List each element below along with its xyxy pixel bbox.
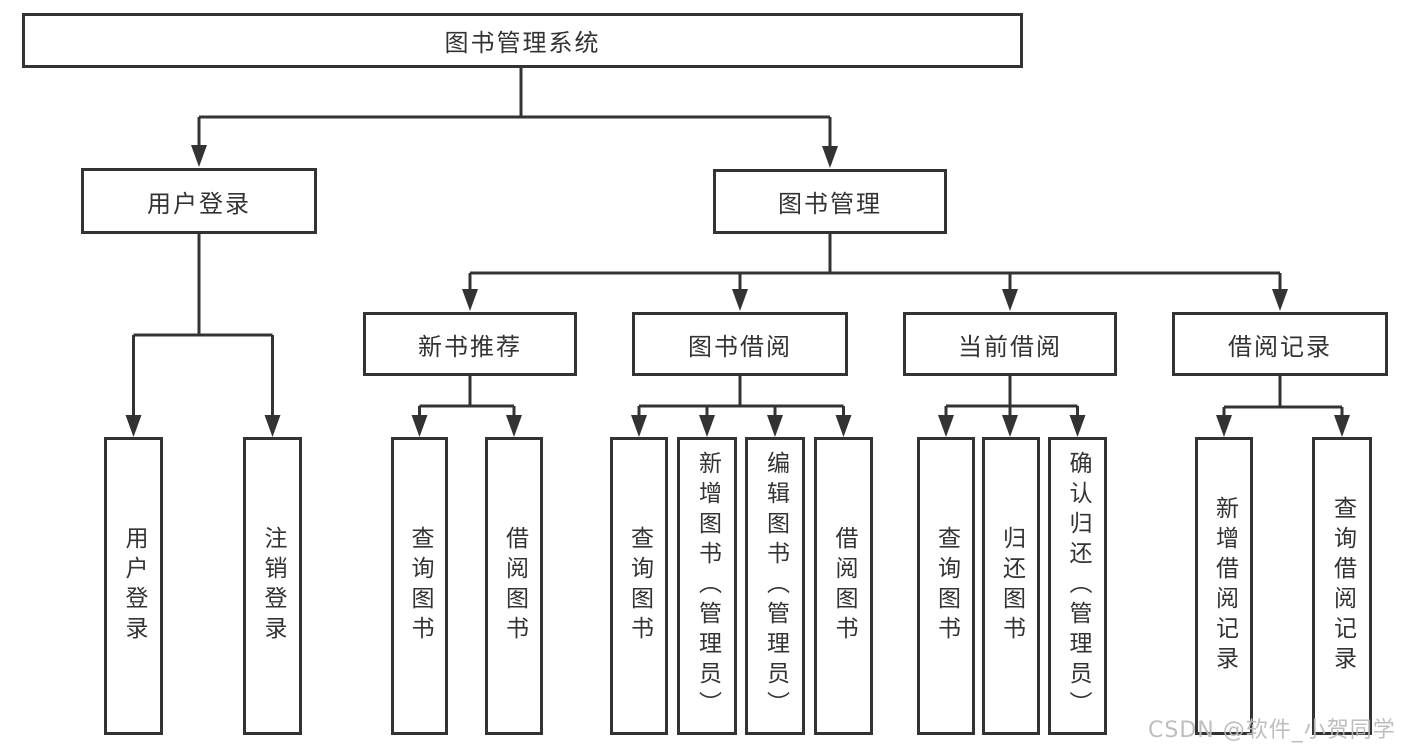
- node-label: 查询图书: [626, 526, 653, 646]
- node-query-books-current: 查询图书: [917, 437, 975, 735]
- node-label: 借阅图书: [831, 526, 857, 646]
- node-label: 查询图书: [933, 526, 960, 646]
- node-label: 用户登录: [121, 526, 147, 646]
- node-label: 用户登录: [147, 189, 251, 218]
- node-label: 注销登录: [260, 526, 286, 646]
- node-borrow-books-borrowing: 借阅图书: [814, 437, 873, 735]
- node-query-borrow-record: 查询借阅记录: [1312, 437, 1372, 735]
- node-library-system-root: 图书管理系统: [22, 13, 1023, 68]
- node-label: 归还图书: [998, 526, 1025, 646]
- node-book-management: 图书管理: [713, 169, 947, 234]
- node-add-borrow-record: 新增借阅记录: [1195, 437, 1253, 735]
- node-label: 新书推荐: [418, 332, 522, 361]
- node-query-books-borrowing: 查询图书: [610, 437, 668, 735]
- node-edit-books-admin: 编辑图书（管理员）: [745, 437, 805, 735]
- node-borrow-books-recommend: 借阅图书: [485, 437, 543, 735]
- watermark: CSDN @软件_小贺同学: [1148, 718, 1396, 743]
- node-current-borrowing: 当前借阅: [903, 312, 1117, 376]
- node-label: 新增图书（管理员）: [694, 451, 721, 721]
- node-label: 借阅图书: [501, 526, 528, 646]
- node-label: 图书管理系统: [444, 29, 601, 57]
- node-user-login: 用户登录: [81, 168, 317, 234]
- node-add-books-admin: 新增图书（管理员）: [677, 437, 737, 735]
- node-label: 查询借阅记录: [1329, 496, 1356, 676]
- node-label: 查询图书: [407, 526, 433, 646]
- node-return-books: 归还图书: [982, 437, 1040, 735]
- node-query-books-recommend: 查询图书: [391, 437, 448, 735]
- node-book-borrowing: 图书借阅: [632, 312, 848, 376]
- node-label: 编辑图书（管理员）: [762, 451, 789, 721]
- node-label: 图书管理: [778, 190, 882, 218]
- node-label: 图书借阅: [688, 332, 792, 361]
- arrowheads: [125, 145, 1350, 437]
- node-new-book-recommend: 新书推荐: [363, 312, 577, 376]
- node-confirm-return-admin: 确认归还（管理员）: [1048, 437, 1107, 735]
- node-label: 当前借阅: [958, 332, 1062, 361]
- node-label: 确认归还（管理员）: [1065, 451, 1091, 721]
- node-user-login-leaf: 用户登录: [104, 437, 163, 735]
- node-borrowing-records: 借阅记录: [1172, 312, 1388, 376]
- node-label: 借阅记录: [1228, 332, 1332, 361]
- node-logout: 注销登录: [243, 437, 302, 735]
- node-label: 新增借阅记录: [1211, 496, 1238, 676]
